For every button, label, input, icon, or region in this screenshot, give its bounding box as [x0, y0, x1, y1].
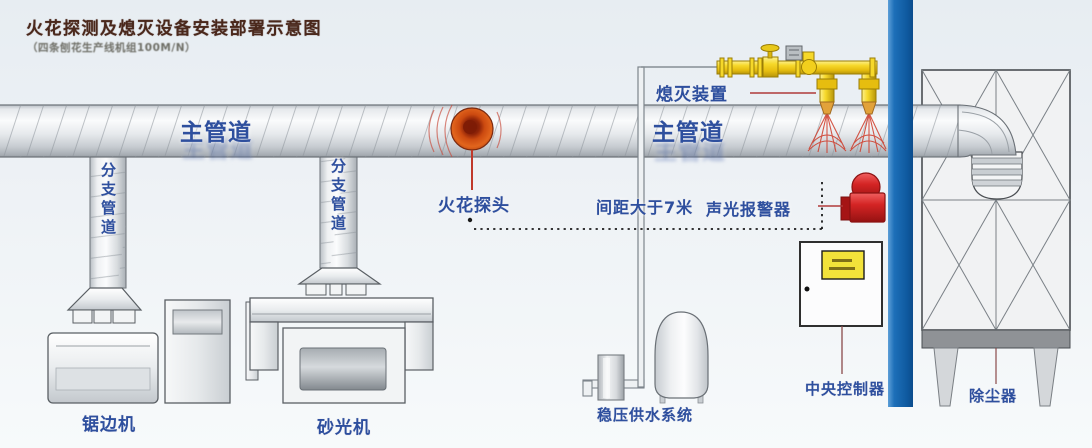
sander-label: 砂光机: [317, 418, 371, 438]
branch-duct-right-label: 分支管道: [329, 158, 347, 234]
edge-saw-label: 锯边机: [82, 415, 136, 435]
controller-label: 中央控制器: [805, 380, 886, 398]
building-pillar: [888, 0, 913, 407]
spark-detector-label: 火花探头: [438, 196, 510, 216]
dust-collector-label: 除尘器: [969, 387, 1018, 405]
spacing-note-label: 间距大于7米: [596, 198, 694, 217]
diagram-title: 火花探测及熄灭设备安装部署示意图: [26, 19, 322, 39]
dotted-line-start-dot: [467, 217, 473, 223]
spark-wave-marks: [428, 104, 502, 158]
main-duct-left-label: 主管道: [180, 120, 252, 146]
branch-duct-left-pipe: [66, 154, 143, 324]
edge-saw-machine: [47, 299, 231, 404]
signal-dotted-line: [474, 179, 823, 230]
spray-marks: [807, 112, 887, 153]
main-duct-label-ghost: 主管道: [654, 139, 726, 165]
controller-cabinet: [799, 241, 883, 327]
extinguisher-assembly: [716, 44, 887, 153]
callout-lines: [750, 92, 997, 384]
branch-duct-left-label: 分支管道: [99, 162, 117, 238]
main-duct-label-ghost: 主管道: [182, 137, 254, 163]
spark-detector-symbol: [428, 104, 502, 190]
water-riser-pipe: [637, 66, 720, 388]
main-duct: [0, 104, 890, 158]
alarm-device-symbol: [840, 172, 886, 223]
water-system-label: 稳压供水系统: [597, 406, 694, 424]
pipe-flanges: [719, 57, 876, 78]
main-duct-right-label: 主管道: [652, 120, 724, 146]
sander-machine: [245, 297, 434, 404]
bell-louvers: [972, 157, 1022, 187]
extinguisher-label: 熄灭装置: [656, 85, 728, 105]
water-supply-system: [582, 311, 709, 404]
alarm-label: 声光报警器: [706, 200, 792, 219]
duct-elbow-into-collector: [911, 104, 1023, 200]
diagram-subtitle: （四条刨花生产线机组100M/N）: [27, 42, 196, 54]
